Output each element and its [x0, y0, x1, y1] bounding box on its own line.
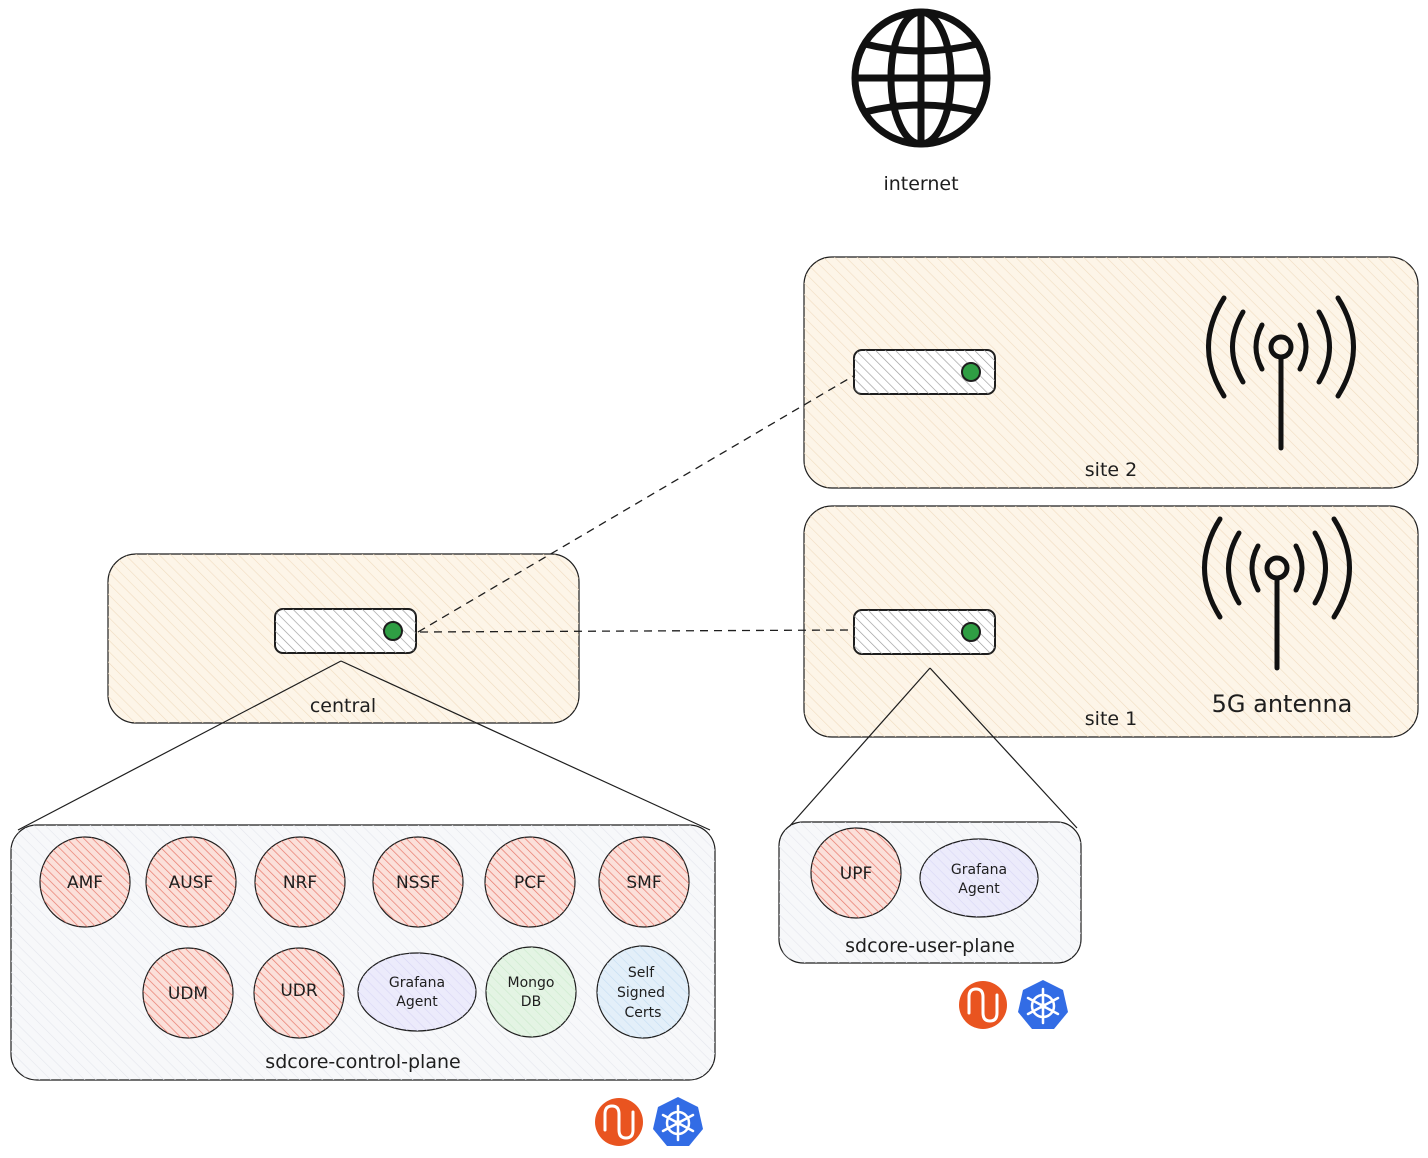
user-plane-grafana-label-line1: Grafana: [951, 862, 1007, 878]
upf-label: UPF: [840, 864, 872, 884]
antenna-label: 5G antenna: [1212, 690, 1353, 718]
udm-node: UDM: [142, 947, 234, 1039]
certs-label-line2: Signed: [617, 985, 665, 1001]
udr-label: UDR: [280, 981, 318, 1001]
smf-node: SMF: [598, 836, 690, 928]
site2-box: [803, 256, 1419, 489]
grafana-agent-label-line1: Grafana: [389, 975, 445, 991]
central-server-icon: [274, 608, 417, 654]
certs-label-line1: Self: [628, 965, 655, 981]
upf-node: UPF: [810, 827, 902, 919]
site2-server-icon: [853, 349, 996, 395]
internet-label: internet: [883, 173, 958, 195]
udr-node: UDR: [253, 947, 345, 1039]
juju-icon: [595, 1098, 643, 1146]
ausf-node: AUSF: [145, 836, 237, 928]
site1-zoom-lines: [787, 667, 1078, 829]
site1-server-icon: [853, 609, 996, 655]
grafana-agent-node: Grafana Agent: [357, 952, 477, 1032]
grafana-agent-label-line2: Agent: [396, 994, 438, 1010]
user-plane-kubernetes-icon: [1018, 980, 1068, 1029]
pcf-label: PCF: [514, 873, 546, 893]
central-site1-link: [419, 629, 854, 633]
pcf-node: PCF: [484, 836, 576, 928]
site2-label: site 2: [1085, 459, 1137, 481]
globe-icon: [851, 8, 991, 148]
ausf-label: AUSF: [169, 873, 214, 893]
control-plane-label: sdcore-control-plane: [265, 1051, 460, 1073]
user-plane-juju-icon: [959, 981, 1007, 1029]
udm-label: UDM: [168, 984, 208, 1004]
nrf-node: NRF: [254, 836, 346, 928]
site1-label: site 1: [1085, 708, 1137, 730]
mongo-db-label-line1: Mongo: [508, 975, 555, 991]
nssf-label: NSSF: [396, 873, 440, 893]
certs-label-line3: Certs: [625, 1005, 662, 1021]
amf-node: AMF: [39, 836, 131, 928]
user-plane-grafana-label-line2: Agent: [958, 881, 1000, 897]
mongo-db-node: Mongo DB: [485, 946, 577, 1038]
site1-box: [803, 505, 1419, 738]
user-plane-label: sdcore-user-plane: [845, 935, 1015, 957]
central-zoom-lines: [17, 660, 711, 831]
central-site2-link: [417, 374, 856, 633]
kubernetes-icon: [653, 1097, 703, 1146]
nrf-label: NRF: [283, 873, 317, 893]
mongo-db-label-line2: DB: [521, 994, 541, 1010]
amf-label: AMF: [67, 873, 103, 893]
site1-antenna-icon: [1202, 516, 1352, 671]
site2-antenna-icon: [1206, 295, 1356, 451]
user-plane-grafana-agent-node: Grafana Agent: [919, 838, 1039, 918]
smf-label: SMF: [626, 873, 661, 893]
self-signed-certs-node: Self Signed Certs: [596, 945, 690, 1039]
central-label: central: [310, 695, 376, 717]
nssf-node: NSSF: [372, 836, 464, 928]
